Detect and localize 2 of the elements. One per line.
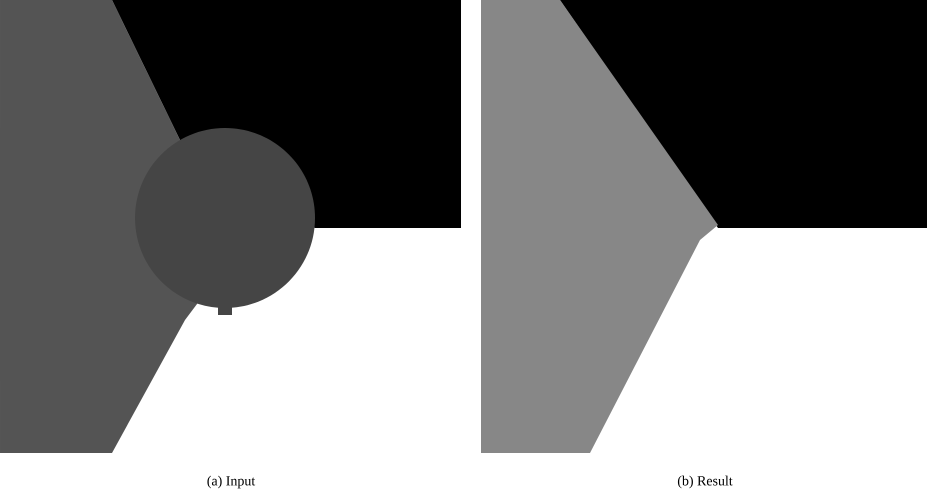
caption: (a) Input <box>207 476 256 488</box>
caption: (b) Result <box>678 476 733 488</box>
